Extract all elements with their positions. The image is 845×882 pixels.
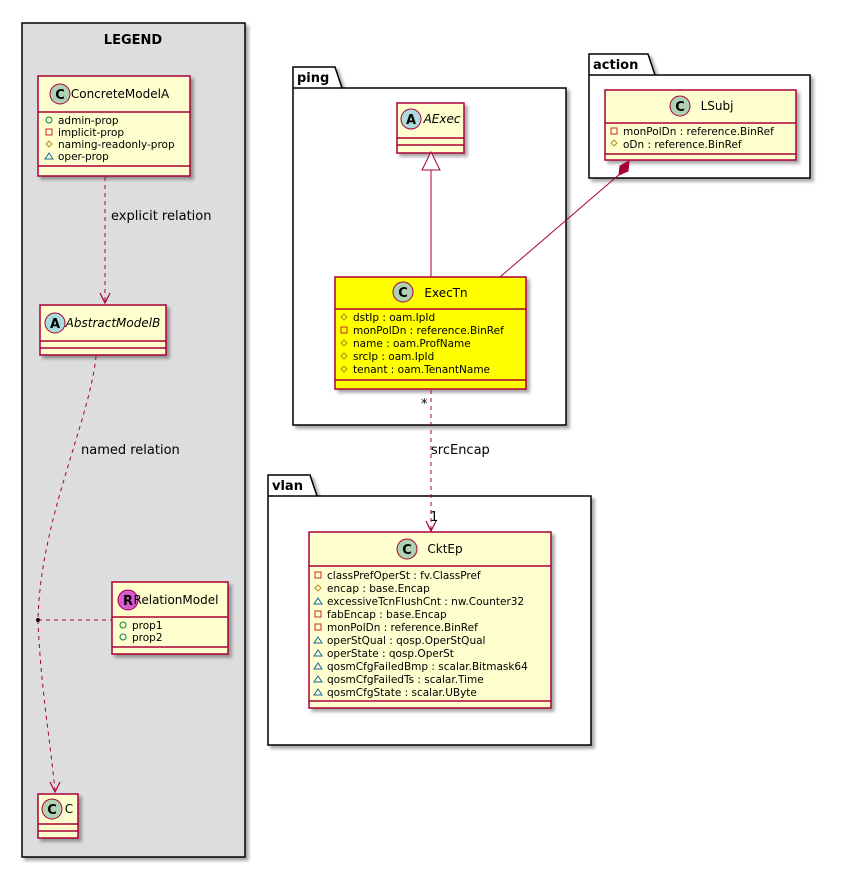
class-name: RelationModel: [134, 593, 219, 607]
member-text: implicit-prop: [58, 127, 124, 139]
class-stereotype-icon: [392, 281, 414, 303]
vis-package-icon: [313, 688, 323, 696]
vis-private-icon: [610, 127, 618, 135]
class-exectn[interactable]: C ExecTn dstIp : oam.IpId monPolDn : ref…: [334, 276, 527, 390]
vis-protected-icon: [340, 313, 348, 321]
member-text: qosmCfgFailedBmp : scalar.Bitmask64: [327, 661, 528, 673]
vis-protected-icon: [340, 352, 348, 360]
class-stereotype-icon: [41, 798, 63, 820]
edge-src-encap: srcEncap * 1: [421, 390, 490, 533]
member-text: prop1: [132, 620, 163, 632]
edge-label: named relation: [81, 443, 180, 458]
member-text: naming-readonly-prop: [58, 139, 175, 151]
member-text: qosmCfgFailedTs : scalar.Time: [327, 674, 484, 686]
member-text: operStQual : qosp.OperStQual: [327, 635, 485, 647]
vis-private-icon: [340, 326, 348, 334]
member-text: classPrefOperSt : fv.ClassPref: [327, 570, 481, 582]
vis-package-icon: [313, 636, 323, 644]
vis-public-icon: [119, 633, 127, 641]
class-cktep[interactable]: C CktEp classPrefOperSt : fv.ClassPref e…: [308, 531, 552, 709]
stereotype-letter: A: [50, 317, 60, 332]
class-name: AExec: [423, 112, 461, 126]
edge-label: explicit relation: [111, 209, 211, 224]
vis-private-icon: [314, 623, 322, 631]
member-text: excessiveTcnFlushCnt : nw.Counter32: [327, 596, 524, 608]
class-lsubj[interactable]: C LSubj monPolDn : reference.BinRef oDn …: [604, 89, 797, 161]
member-text: oper-prop: [58, 151, 109, 163]
member-text: prop2: [132, 632, 163, 644]
class-concrete-model-a[interactable]: C ConcreteModelA admin-prop implicit-pro…: [37, 75, 191, 177]
member-text: oDn : reference.BinRef: [623, 139, 742, 151]
member-text: fabEncap : base.Encap: [327, 609, 447, 621]
source-multiplicity: *: [421, 397, 428, 412]
class-relation-model[interactable]: R RelationModel prop1 prop2: [111, 581, 229, 655]
class-stereotype-icon: [396, 538, 418, 560]
vis-private-icon: [314, 571, 322, 579]
package-title: vlan: [272, 479, 303, 494]
member-text: name : oam.ProfName: [353, 338, 471, 350]
vis-protected-icon: [314, 584, 322, 592]
member-text: qosmCfgState : scalar.UByte: [327, 687, 477, 699]
vis-package-icon: [313, 597, 323, 605]
abstract-stereotype-icon: [44, 312, 66, 334]
vis-private-icon: [314, 610, 322, 618]
vis-protected-icon: [340, 365, 348, 373]
vis-public-icon: [45, 116, 53, 124]
class-abstract-model-b[interactable]: A AbstractModelB: [39, 304, 167, 356]
class-name: CktEp: [427, 542, 462, 556]
vis-protected-icon: [610, 139, 618, 147]
class-name: AbstractModelB: [65, 316, 161, 330]
class-name: ConcreteModelA: [71, 87, 170, 101]
member-text: operState : qosp.OperSt: [327, 648, 454, 660]
class-aexec[interactable]: A AExec: [396, 102, 465, 154]
stereotype-letter: C: [47, 803, 57, 818]
stereotype-letter: C: [398, 286, 408, 301]
edge-composition: [499, 160, 630, 278]
member-text: srcIp : oam.IpId: [353, 351, 434, 363]
target-multiplicity: 1: [430, 510, 438, 525]
edge-label: srcEncap: [431, 443, 490, 458]
class-stereotype-icon: [49, 83, 71, 105]
class-c[interactable]: C C: [37, 793, 79, 839]
package-title: action: [593, 58, 638, 73]
member-text: encap : base.Encap: [327, 583, 430, 595]
stereotype-letter: R: [123, 594, 133, 609]
abstract-stereotype-icon: [400, 108, 422, 130]
class-name: LSubj: [701, 99, 734, 113]
relation-stereotype-icon: [117, 589, 139, 611]
member-text: monPolDn : reference.BinRef: [327, 622, 478, 634]
vis-package-icon: [313, 649, 323, 657]
class-stereotype-icon: [669, 95, 691, 117]
vis-package-icon: [313, 675, 323, 683]
vis-public-icon: [119, 621, 127, 629]
vis-package-icon: [313, 662, 323, 670]
member-text: monPolDn : reference.BinRef: [353, 325, 504, 337]
legend-title: LEGEND: [104, 33, 163, 48]
stereotype-letter: A: [406, 113, 416, 128]
member-text: admin-prop: [58, 115, 119, 127]
stereotype-letter: C: [402, 543, 412, 558]
vis-private-icon: [45, 128, 53, 136]
stereotype-letter: C: [675, 100, 685, 115]
member-text: monPolDn : reference.BinRef: [623, 126, 774, 138]
member-text: tenant : oam.TenantName: [353, 364, 490, 376]
vis-protected-icon: [340, 339, 348, 347]
package-title: ping: [297, 71, 329, 86]
edge-named-relation: named relation: [36, 355, 180, 794]
class-name: ExecTn: [424, 286, 467, 300]
edge-generalization: [421, 150, 441, 277]
vis-package-icon: [44, 152, 54, 160]
edge-explicit-relation: explicit relation: [99, 177, 211, 305]
member-text: dstIp : oam.IpId: [353, 312, 435, 324]
class-name: C: [65, 802, 73, 816]
vis-protected-icon: [45, 140, 53, 148]
stereotype-letter: C: [55, 88, 65, 103]
